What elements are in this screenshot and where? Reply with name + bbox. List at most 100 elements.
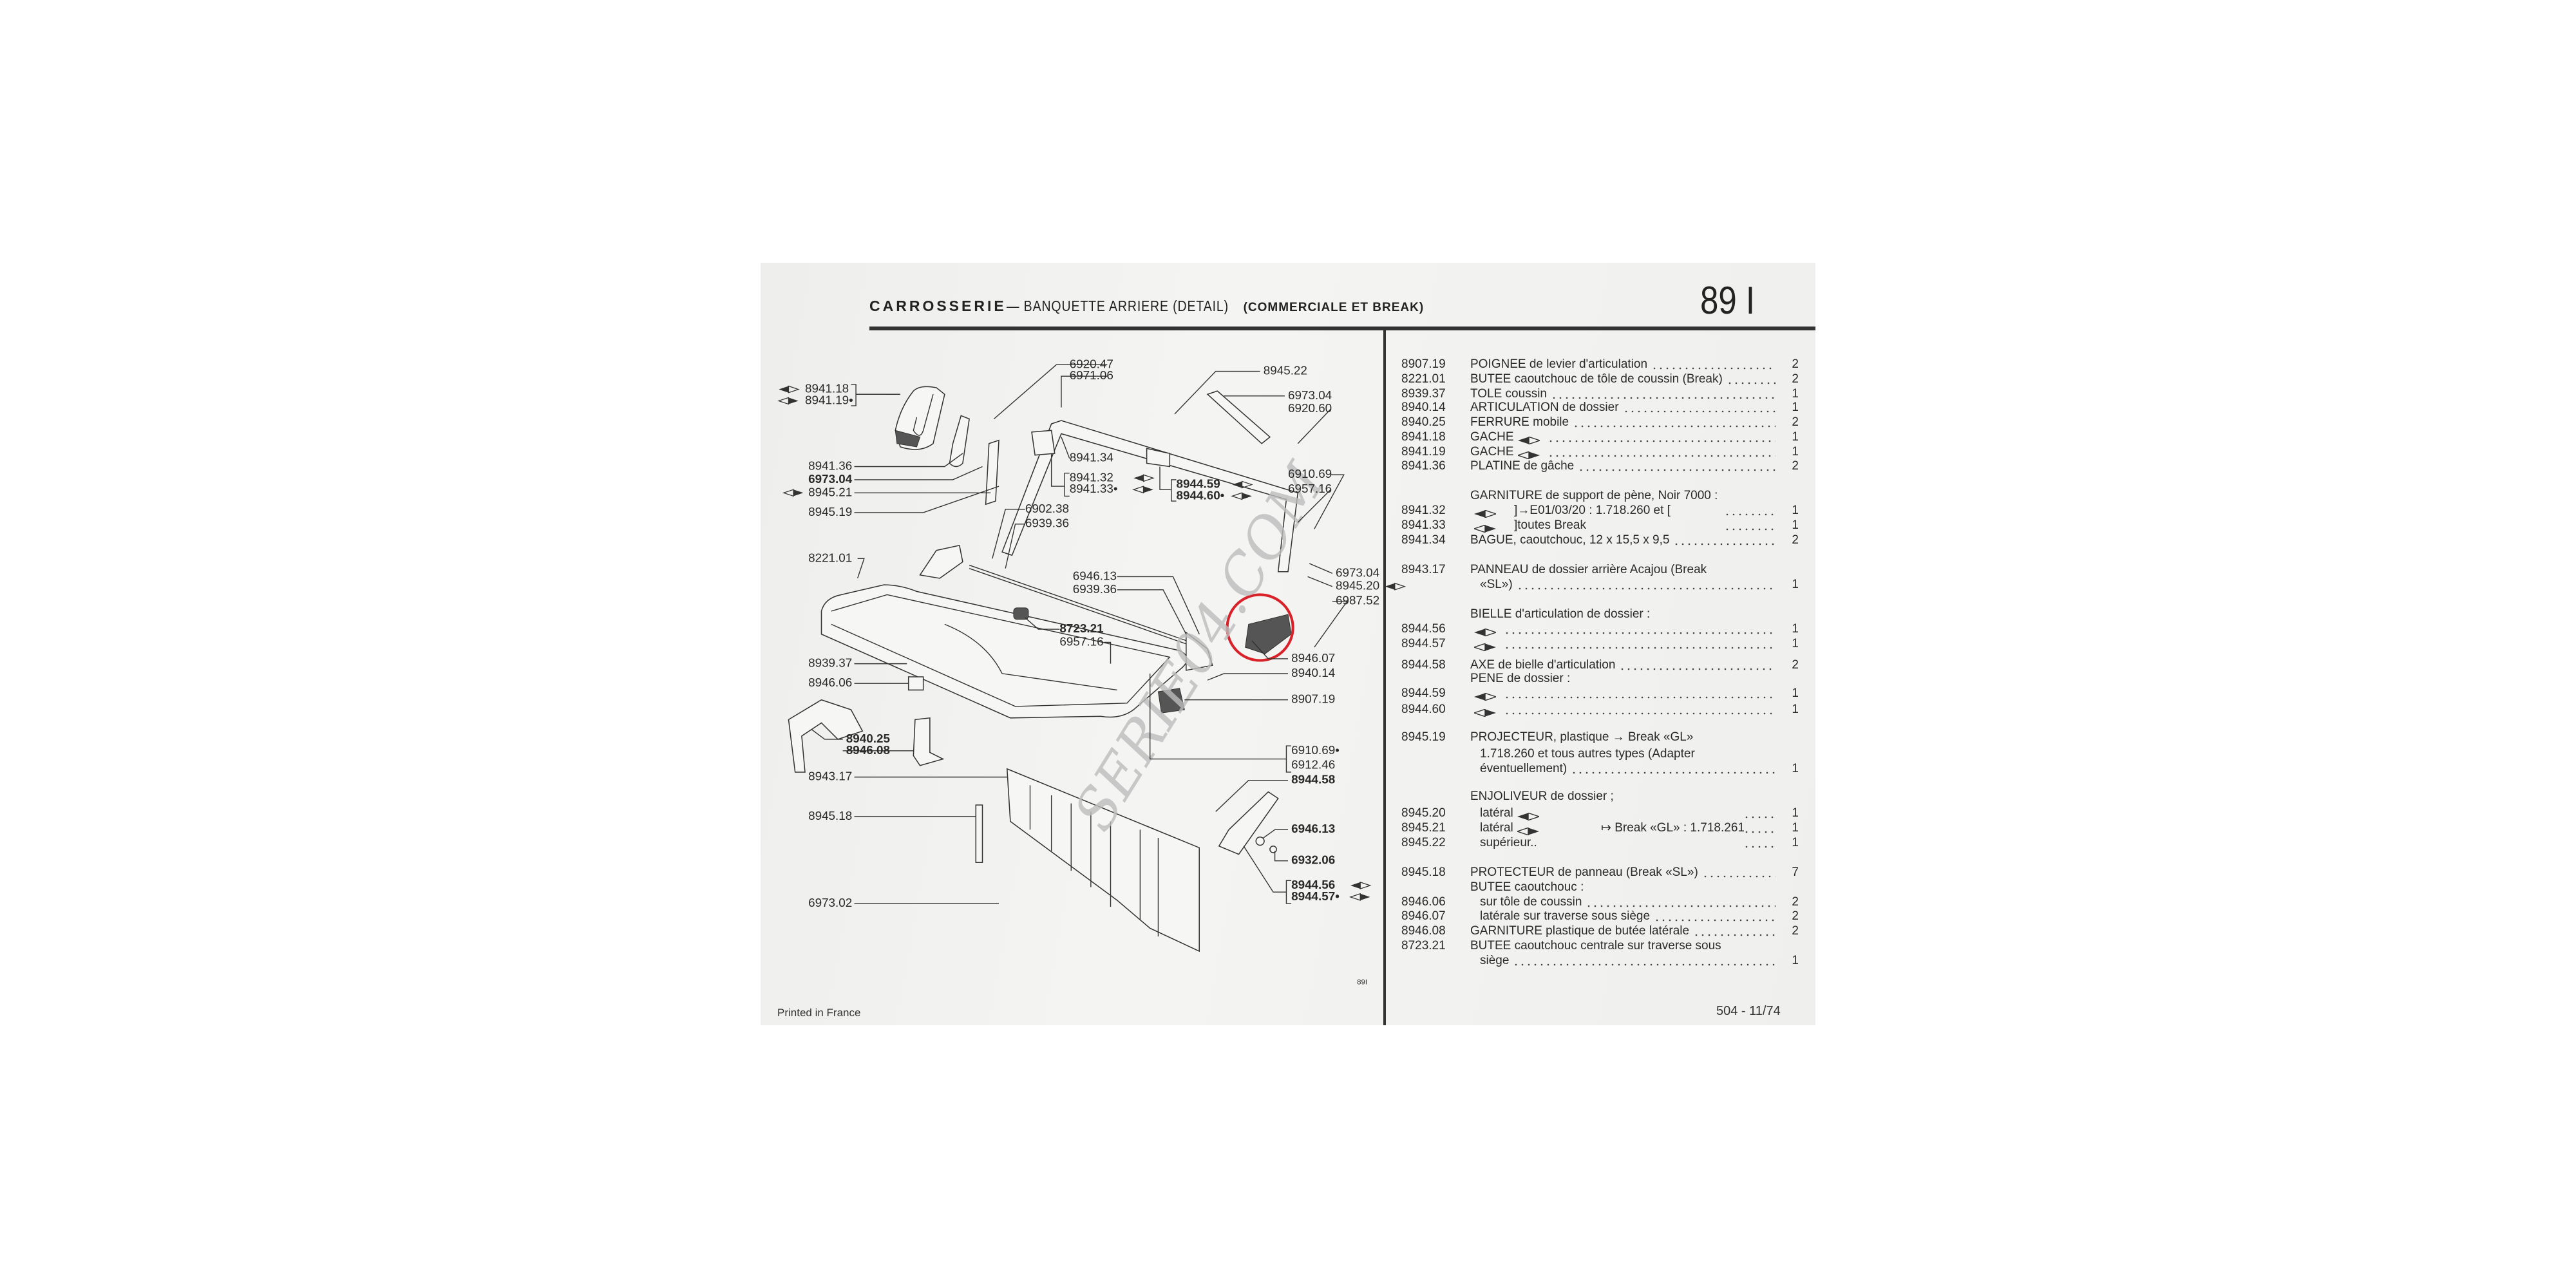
dot-leader [1654,909,1776,924]
callout: 6973.04 [808,472,853,486]
description-text: PROJECTEUR, plastique → Break «GL» [1470,730,1694,744]
dot-leader [1547,444,1776,460]
part-number: 8945.18 [1401,866,1446,879]
callout: 8221.01 [808,551,852,564]
callout: 6971.06 [1070,368,1113,382]
section-subtitle: — BANQUETTE ARRIERE (DETAIL) [1006,298,1229,314]
part-description: ENJOLIVEUR de dossier ; [1470,789,1776,804]
dot-leader [1573,415,1776,430]
part-row: 8945.19 PROJECTEUR, plastique → Break «GL… [1401,730,1799,745]
part-description: GARNITURE de support de pène, Noir 7000 … [1470,488,1776,504]
callout: 8941.32 [1070,470,1113,484]
part-heading: «SL») 1 [1401,577,1799,592]
callout: 8941.34 [1070,451,1113,464]
dot-leader [1578,459,1776,474]
section-qualifier: (COMMERCIALE ET BREAK) [1243,301,1425,314]
part-quantity: 2 [1792,909,1799,923]
part-butee-centrale [1013,607,1029,620]
part-butee-coussin [907,676,924,691]
part-number: 8941.32 [1401,504,1446,517]
part-quantity: 1 [1792,954,1799,967]
callout: 6912.46 [1291,758,1335,772]
leader-lines [811,364,1349,904]
part-number: 8944.60 [1401,703,1446,716]
callout: 8945.19 [808,505,852,518]
part-quantity: 2 [1792,415,1799,429]
left-side-icon [1474,625,1498,637]
part-description: BUTEE caoutchouc : [1470,880,1776,895]
part-description: supérieur.. [1480,835,1776,851]
part-number: 8946.07 [1401,909,1446,923]
part-description: siège [1480,953,1776,969]
part-bielle [1186,631,1213,671]
page-title: CARROSSERIE — BANQUETTE ARRIERE (DETAIL)… [869,298,1448,315]
part-description: BIELLE d'articulation de dossier : [1470,607,1776,622]
part-protecteur [975,804,983,864]
callout: 8944.59 [1177,477,1220,491]
description-text: 1.718.260 et tous autres types (Adapter [1480,747,1695,761]
right-side-icon [1516,448,1540,460]
left-side-icon [778,385,799,393]
part-quantity: 1 [1792,578,1799,591]
highlight-circle [1226,593,1294,662]
dot-leader [1622,400,1776,415]
description-text: GARNITURE de support de pène, Noir 7000 … [1470,489,1718,502]
figure-ref: 89I [1357,979,1367,987]
part-quantity: 1 [1792,806,1799,820]
description-text: ARTICULATION de dossier [1470,401,1619,414]
header-rule [869,327,1815,330]
part-description [1470,636,1776,652]
part-quantity: 2 [1792,924,1799,938]
dot-leader [1504,686,1776,701]
part-description: PLATINE de gâche [1470,459,1776,474]
part-number: 8939.37 [1401,387,1446,401]
part-number: 8945.19 [1401,730,1446,744]
description-text: POIGNEE de levier d'articulation [1470,357,1648,371]
left-side-icon [1350,882,1371,889]
description-text: PROTECTEUR de panneau (Break «SL») [1470,866,1698,879]
part-description: ARTICULATION de dossier [1470,400,1776,415]
dot-leader [1619,658,1776,673]
callout: 8943.17 [808,770,852,783]
part-support-pene [1031,430,1056,456]
part-description: «SL») [1480,577,1776,592]
part-number: 8221.01 [1401,372,1446,386]
part-description: BUTEE caoutchouc centrale sur traverse s… [1470,938,1776,954]
part-articulation-left [919,545,963,579]
part-rondelle [1255,836,1265,846]
part-bielle-arm [1218,791,1279,855]
part-quantity: 1 [1792,430,1799,444]
printed-in: Printed in France [777,1007,861,1019]
description-text: supérieur.. [1480,836,1537,849]
part-number: 8940.25 [1401,415,1446,429]
part-description: BAGUE, caoutchouc, 12 x 15,5 x 9,5 [1470,533,1776,548]
part-garniture-butee [913,717,945,766]
part-quantity: 2 [1792,372,1799,386]
part-poignee [1157,688,1185,714]
part-number: 8943.17 [1401,563,1446,576]
part-description: AXE de bielle d'articulation [1470,658,1776,673]
part-number: 8941.33 [1401,518,1446,532]
dot-leader [1550,386,1776,402]
part-quantity: 1 [1792,836,1799,849]
right-side-icon [1132,485,1155,494]
dot-leader [1693,923,1776,939]
callout: 6920.47 [1070,357,1113,370]
part-quantity: 7 [1792,866,1799,879]
dot-leader [1571,761,1776,777]
callout: 8946.08 [846,743,890,757]
callout: 8940.25 [846,732,890,745]
callout: 8941.19• [805,393,853,406]
page-number: 89 I [1700,279,1756,322]
part-note: ↦ Break «GL» : 1.718.261 [1601,821,1745,835]
